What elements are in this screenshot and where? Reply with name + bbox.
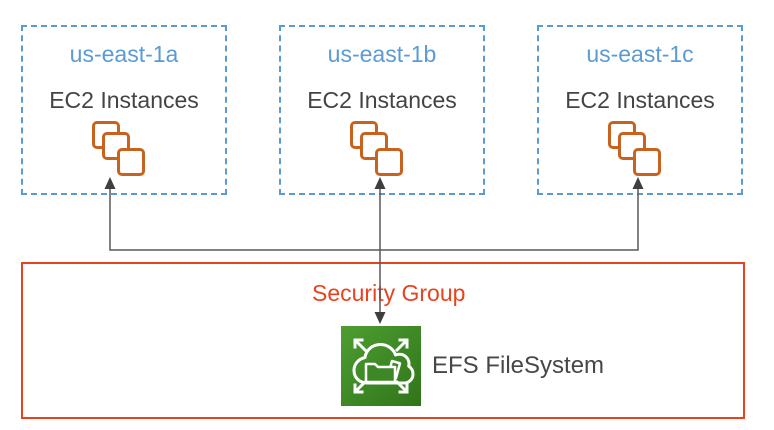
security-group-label: Security Group <box>312 280 466 306</box>
instance-square-front <box>375 148 403 176</box>
ec2-instances-label: EC2 Instances <box>307 87 457 113</box>
zone-title: us-east-1b <box>327 41 437 67</box>
instance-square-middle <box>102 132 130 160</box>
zone-title: us-east-1c <box>586 41 694 67</box>
ec2-instances-label: EC2 Instances <box>49 87 199 113</box>
efs-cloud-folder-expand-icon <box>341 326 421 406</box>
efs-filesystem-label: EFS FileSystem <box>432 352 605 379</box>
ec2-instances-icon <box>92 121 150 179</box>
ec2-instances-icon <box>608 121 666 179</box>
trunk-connector-line <box>109 188 639 251</box>
instance-square-front <box>633 148 661 176</box>
ec2-instances-label: EC2 Instances <box>565 87 715 113</box>
instance-square-middle <box>360 132 388 160</box>
ec2-instances-icon <box>350 121 408 179</box>
availability-zone-box-us-east-1b: us-east-1b EC2 Instances <box>279 25 485 195</box>
zone-title: us-east-1a <box>69 41 179 67</box>
efs-icon <box>341 326 421 406</box>
availability-zone-box-us-east-1a: us-east-1a EC2 Instances <box>21 25 227 195</box>
instance-square-front <box>117 148 145 176</box>
availability-zone-box-us-east-1c: us-east-1c EC2 Instances <box>537 25 743 195</box>
